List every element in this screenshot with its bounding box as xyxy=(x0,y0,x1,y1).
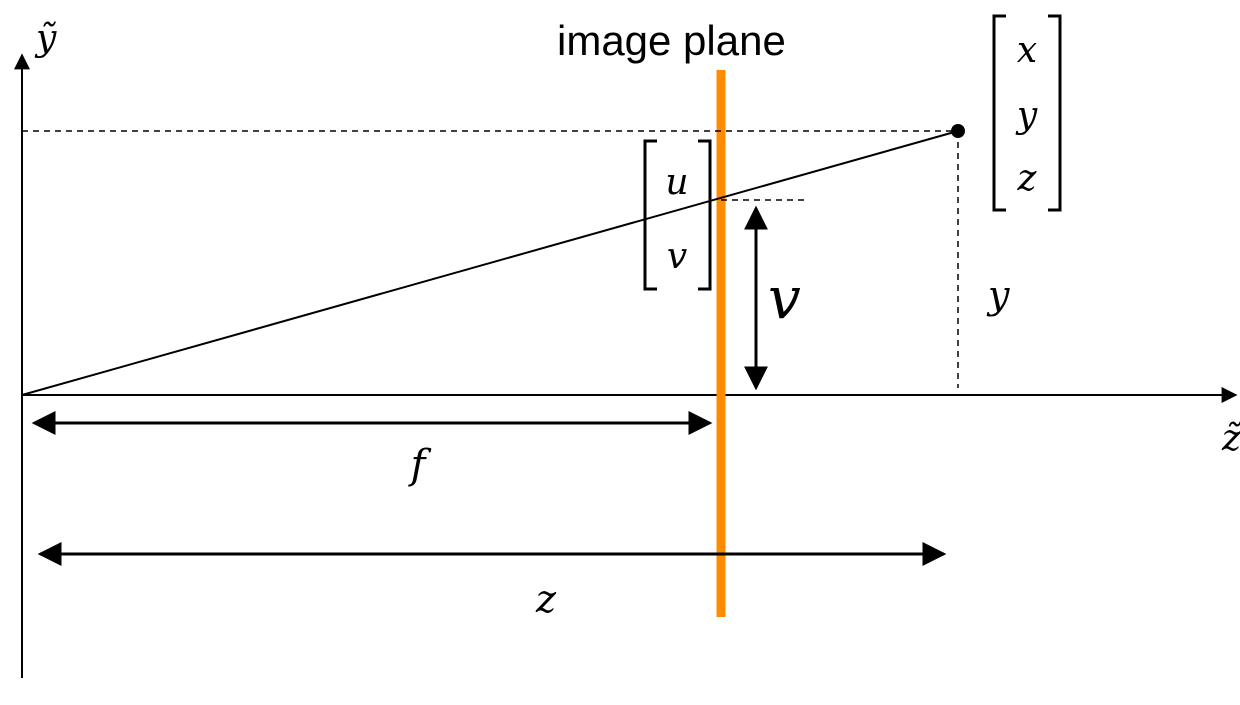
depth-label: z xyxy=(535,577,557,621)
point-vector-z: z xyxy=(1017,158,1038,199)
point-vector-x: x xyxy=(1017,30,1037,71)
vertical-axis-label: ỹ xyxy=(34,18,57,59)
point-vector: x y z xyxy=(992,14,1062,212)
point-vector-right-bracket xyxy=(1048,14,1062,212)
image-vector-left-bracket xyxy=(643,139,657,291)
y-height-label: y xyxy=(986,273,1010,317)
image-vector-v: v xyxy=(667,236,687,277)
projection-ray xyxy=(21,130,959,396)
image-plane-title: image plane xyxy=(557,17,786,64)
image-vector-right-bracket xyxy=(698,139,712,291)
image-vector: u v xyxy=(643,139,712,291)
v-height-label: v xyxy=(768,264,801,332)
point-vector-left-bracket xyxy=(992,14,1006,212)
focal-length-label: f xyxy=(408,442,432,488)
world-point xyxy=(951,124,965,138)
image-vector-u: u xyxy=(665,162,688,203)
horizontal-axis-label: z̃ xyxy=(1221,418,1240,459)
point-vector-y: y xyxy=(1015,95,1038,136)
